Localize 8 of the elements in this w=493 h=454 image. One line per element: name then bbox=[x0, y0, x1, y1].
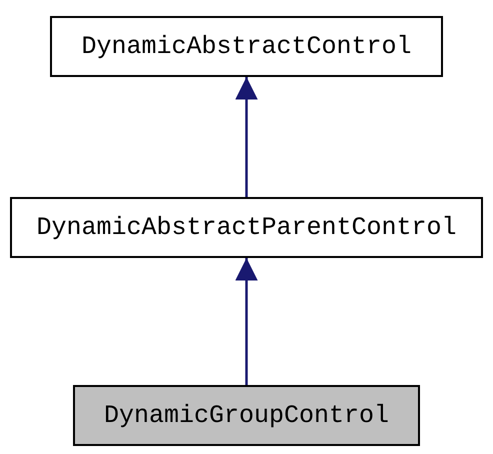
class-box bbox=[10, 197, 483, 258]
arrow bbox=[235, 258, 258, 385]
class-box bbox=[50, 16, 443, 77]
arrow bbox=[235, 77, 258, 197]
class-name: DynamicAbstractParentControl bbox=[36, 213, 457, 242]
class-name: DynamicGroupControl bbox=[104, 401, 390, 430]
class-name: DynamicAbstractControl bbox=[81, 32, 412, 61]
class-box bbox=[73, 385, 420, 446]
